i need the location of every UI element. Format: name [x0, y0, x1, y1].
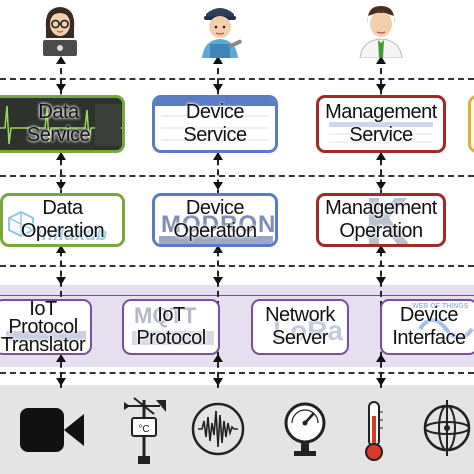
- separator-top: [0, 78, 474, 80]
- device-operation-label-line1: Device: [185, 197, 245, 219]
- lora-logo: LoRa: [273, 315, 343, 346]
- arrow-up: [213, 245, 223, 253]
- device-service-label-line1: Device: [185, 101, 245, 123]
- gold-service-box-partial[interactable]: [468, 95, 474, 153]
- web-of-things-logo: WEB OF THINGS: [412, 303, 469, 310]
- device-operation-box[interactable]: MODRON Device Operation: [152, 193, 278, 247]
- arrow-up: [56, 245, 66, 253]
- coap-logo-bar: [132, 331, 214, 345]
- gyroscope-icon: [423, 400, 471, 456]
- iot-protocol-label-line1: IoT: [157, 304, 185, 326]
- dashboard-graph-icon: [0, 98, 122, 150]
- arrow-down: [376, 277, 386, 285]
- arrow-down: [213, 277, 223, 285]
- camera-icon: [20, 408, 84, 452]
- management-service-label-line2: Service: [349, 124, 413, 146]
- data-operation-label-line1: Data: [42, 197, 83, 219]
- network-server-label-line1: Network: [265, 304, 335, 326]
- iot-protocol-translator-label-line1: IoT: [29, 299, 57, 320]
- separator-operation-protocol: [0, 265, 474, 267]
- svg-text:°C: °C: [138, 424, 149, 435]
- device-interface-label-line1: Device: [399, 304, 459, 326]
- device-list-screenshot-icon: [155, 98, 275, 141]
- management-service-box[interactable]: Management Service: [316, 95, 446, 153]
- network-server-label-line2: Server: [272, 327, 328, 349]
- iot-protocol-box[interactable]: MQTT IoT Protocol: [122, 299, 220, 355]
- arrow-up: [56, 56, 66, 64]
- device-operation-label-line2: Operation: [173, 220, 257, 242]
- data-scientist-avatar-icon: [36, 2, 84, 56]
- management-operation-label-line2: Operation: [339, 220, 423, 242]
- arrow-down: [56, 378, 66, 386]
- separator-service-operation: [0, 175, 474, 177]
- arrow-down: [56, 277, 66, 285]
- data-service-label-line2: Service: [26, 124, 91, 146]
- arrow-up: [213, 56, 223, 64]
- data-service-box[interactable]: Data Service: [0, 95, 125, 153]
- device-interface-box[interactable]: WEB OF THINGS Device Interface: [380, 299, 474, 355]
- arrow-down: [376, 84, 386, 92]
- influxdb-logo: influxdb: [37, 224, 107, 244]
- management-table-screenshot-icon: [329, 122, 433, 143]
- weather-station-icon: °C: [124, 397, 166, 464]
- modron-logo: MODRON: [161, 211, 277, 238]
- arrow-up: [56, 354, 66, 362]
- network-server-box[interactable]: LoRa Network Server: [251, 299, 349, 355]
- management-operation-label-line1: Management: [325, 197, 437, 219]
- pressure-gauge-icon: [284, 402, 326, 456]
- management-service-label-line1: Management: [325, 101, 437, 123]
- manager-avatar-icon: [356, 2, 406, 59]
- protocol-band-rule: [0, 295, 474, 296]
- arrow-up: [376, 56, 386, 64]
- data-service-label-line1: Data: [38, 101, 79, 123]
- mqtt-logo: MQTT: [134, 303, 197, 328]
- thermometer-icon: [365, 401, 383, 461]
- management-operation-box[interactable]: Management Operation: [316, 193, 446, 247]
- kubernetes-k-logo-icon: [369, 198, 409, 244]
- arrow-down: [376, 182, 386, 190]
- arrow-down: [213, 378, 223, 386]
- arrow-down: [56, 182, 66, 190]
- iot-protocol-translator-box[interactable]: IoT Protocol Translator: [0, 299, 92, 355]
- translator-gear-icon: [6, 331, 86, 341]
- influxdb-cube-icon: [8, 210, 34, 238]
- arrow-up: [56, 152, 66, 160]
- arrow-down: [213, 84, 223, 92]
- iot-protocol-translator-label-line3: Translator: [0, 334, 86, 355]
- arrow-down: [56, 84, 66, 92]
- device-interface-label-line2: Interface: [392, 327, 466, 349]
- data-operation-label-line2: Operation: [20, 220, 105, 242]
- device-service-box[interactable]: Device Service: [152, 95, 278, 153]
- arrow-down: [213, 182, 223, 190]
- separator-protocol-devices: [0, 372, 474, 374]
- arrow-up: [376, 152, 386, 160]
- device-service-label-line2: Service: [183, 124, 247, 146]
- iot-protocol-label-line2: Protocol: [136, 327, 206, 349]
- data-operation-box[interactable]: influxdb Data Operation: [0, 193, 125, 247]
- arrow-down: [376, 378, 386, 386]
- modron-logo-bar: [159, 236, 273, 244]
- technician-avatar-icon: [196, 2, 244, 58]
- web-of-things-swirl-icon: [418, 318, 474, 340]
- arrow-up: [213, 354, 223, 362]
- arrow-up: [213, 152, 223, 160]
- microphone-waveform-icon: [191, 402, 245, 456]
- arrow-up: [376, 354, 386, 362]
- iot-protocol-translator-label-line2: Protocol: [8, 316, 78, 338]
- arrow-up: [376, 245, 386, 253]
